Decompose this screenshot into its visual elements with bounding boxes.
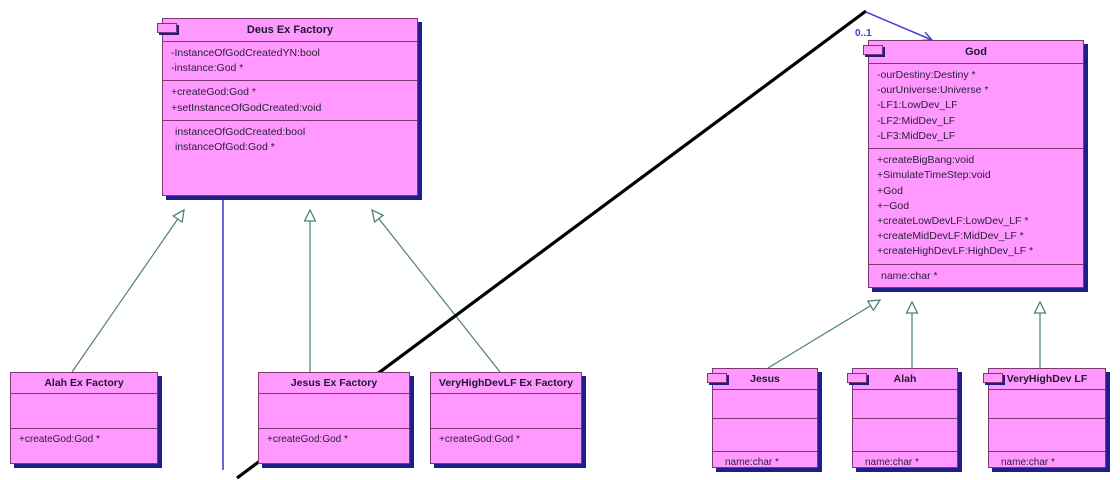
class-title: Jesus Ex Factory (259, 373, 409, 394)
class-tab-icon (863, 45, 883, 55)
extras-compartment: name:char * (869, 265, 1083, 288)
class-tab-icon (983, 373, 1003, 383)
extra-member: name:char * (865, 456, 919, 468)
attribute: -LF3:MidDev_LF (877, 129, 956, 142)
extras-compartment: name:char * (853, 452, 957, 475)
operation: +SimulateTimeStep:void (877, 169, 991, 182)
generalization-alah-ex-factory (71, 208, 185, 373)
attribute: -LF2:MidDev_LF (877, 114, 956, 127)
operation: +createGod:God * (267, 433, 348, 445)
operations-compartment: +createGod:God * +setInstanceOfGodCreate… (163, 81, 417, 121)
operations-compartment (853, 419, 957, 452)
attributes-compartment (713, 390, 817, 419)
attributes-compartment: -ourDestiny:Destiny * -ourUniverse:Unive… (869, 64, 1083, 150)
attribute: -ourUniverse:Universe * (877, 84, 989, 97)
class-tab-icon (157, 23, 177, 33)
operation: +setInstanceOfGodCreated:void (171, 101, 322, 114)
attribute: -LF1:LowDev_LF (877, 99, 958, 112)
operation: +createBigBang:void (877, 154, 975, 167)
class-title: Alah (853, 369, 957, 390)
operation: +createGod:God * (19, 433, 100, 445)
operation: +~God (877, 199, 910, 212)
operation: +createGod:God * (171, 86, 256, 99)
class-box-alah[interactable]: Alah name:char * (847, 368, 958, 468)
operation: +createMidDevLF:MidDev_LF * (877, 230, 1024, 243)
attributes-compartment: -InstanceOfGodCreatedYN:bool -instance:G… (163, 42, 417, 82)
extra-member: name:char * (881, 269, 938, 282)
operations-compartment (989, 419, 1105, 452)
class-title: VeryHighDev LF (989, 369, 1105, 390)
class-title: God (869, 41, 1083, 64)
class-box-deus-ex-factory[interactable]: Deus Ex Factory -InstanceOfGodCreatedYN:… (157, 18, 418, 196)
association-multiplicity-label: 0..1 (855, 28, 872, 39)
attribute: -ourDestiny:Destiny * (877, 69, 976, 81)
operations-compartment: +createBigBang:void +SimulateTimeStep:vo… (869, 149, 1083, 265)
class-title: Jesus (713, 369, 817, 390)
operation: +createGod:God * (439, 433, 520, 445)
class-box-veryhighdev-lf[interactable]: VeryHighDev LF name:char * (983, 368, 1106, 468)
class-title: VeryHighDevLF Ex Factory (431, 373, 581, 394)
class-box-jesus-ex-factory[interactable]: Jesus Ex Factory +createGod:God * (258, 372, 410, 464)
attributes-compartment (259, 394, 409, 429)
operation: +God (877, 184, 903, 197)
operations-compartment: +createGod:God * (11, 429, 157, 452)
operation: +createLowDevLF:LowDev_LF * (877, 214, 1029, 227)
class-box-veryhighdevlf-ex-factory[interactable]: VeryHighDevLF Ex Factory +createGod:God … (430, 372, 582, 464)
extra-member: instanceOfGod:God * (175, 141, 275, 154)
extra-member: name:char * (725, 456, 779, 468)
class-title: Deus Ex Factory (163, 19, 417, 42)
extra-member: instanceOfGodCreated:bool (175, 125, 306, 138)
class-tab-icon (707, 373, 727, 383)
operations-compartment: +createGod:God * (259, 429, 409, 452)
association-deus-to-god-arrow (865, 11, 932, 40)
class-tab-icon (847, 373, 867, 383)
extras-compartment: name:char * (989, 452, 1105, 475)
generalization-veryhighdevlf-ex-factory (371, 208, 501, 373)
class-box-alah-ex-factory[interactable]: Alah Ex Factory +createGod:God * (10, 372, 158, 464)
operations-compartment: +createGod:God * (431, 429, 581, 452)
generalization-jesus (767, 299, 882, 369)
operation: +createHighDevLF:HighDev_LF * (877, 245, 1034, 258)
attributes-compartment (853, 390, 957, 419)
attributes-compartment (989, 390, 1105, 419)
class-box-god[interactable]: God -ourDestiny:Destiny * -ourUniverse:U… (863, 40, 1084, 288)
attributes-compartment (431, 394, 581, 429)
attribute: -InstanceOfGodCreatedYN:bool (171, 47, 320, 59)
extra-member: name:char * (1001, 456, 1055, 468)
extras-compartment: instanceOfGodCreated:bool instanceOfGod:… (163, 121, 417, 159)
attribute: -instance:God * (171, 62, 244, 75)
extras-compartment: name:char * (713, 452, 817, 475)
class-box-jesus[interactable]: Jesus name:char * (707, 368, 818, 468)
class-title: Alah Ex Factory (11, 373, 157, 394)
attributes-compartment (11, 394, 157, 429)
operations-compartment (713, 419, 817, 452)
